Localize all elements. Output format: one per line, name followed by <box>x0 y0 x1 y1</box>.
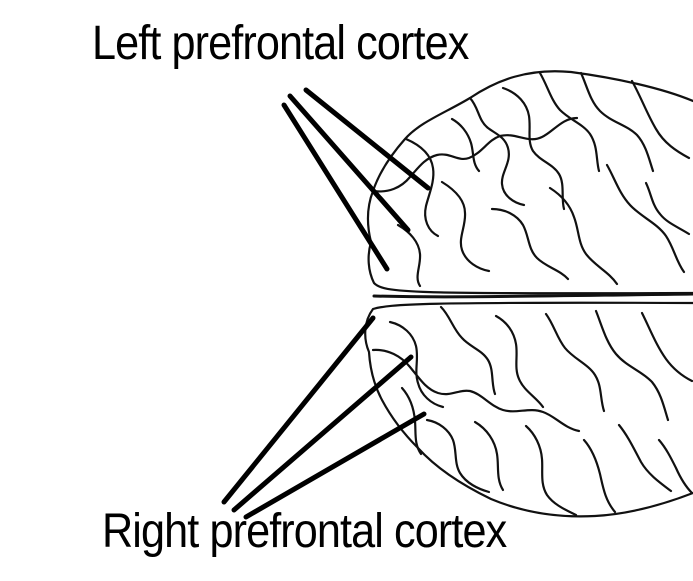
right-sulcus-11 <box>619 425 671 491</box>
longitudinal-fissure <box>374 294 693 297</box>
right-sulcus-6 <box>642 313 692 381</box>
right-sulcus-8 <box>475 422 503 490</box>
left-sulcus-7 <box>442 182 489 271</box>
right-sulcus-9 <box>526 426 576 515</box>
left-prefrontal-cortex-label: Left prefrontal cortex <box>92 20 468 68</box>
right-sulcus-10 <box>584 440 615 512</box>
right-sulcus-1 <box>390 322 443 407</box>
left-sulcus-4 <box>540 73 599 171</box>
right-sulcus-4 <box>546 314 604 411</box>
right-sulcus-2 <box>441 307 495 394</box>
left-sulcus-6 <box>632 81 689 158</box>
left-sulcus-8 <box>492 209 568 279</box>
right-sulcus-3 <box>496 316 543 407</box>
right-prefrontal-cortex-label: Right prefrontal cortex <box>102 508 506 556</box>
left-sulcus-11 <box>398 225 420 286</box>
left-frontal-ridge <box>374 118 577 191</box>
right-sulcus-5 <box>596 311 668 420</box>
left-sulcus-13 <box>646 183 689 234</box>
pointer-lines <box>224 90 428 517</box>
left-sulcus-5 <box>581 73 653 171</box>
left-sulcus-12 <box>452 119 479 171</box>
right-pointer-line-3 <box>246 414 424 517</box>
brain-top-view-icon <box>365 71 693 516</box>
left-sulcus-9 <box>550 188 617 284</box>
left-sulcus-10 <box>607 165 684 272</box>
left-sulcus-1 <box>406 139 438 236</box>
